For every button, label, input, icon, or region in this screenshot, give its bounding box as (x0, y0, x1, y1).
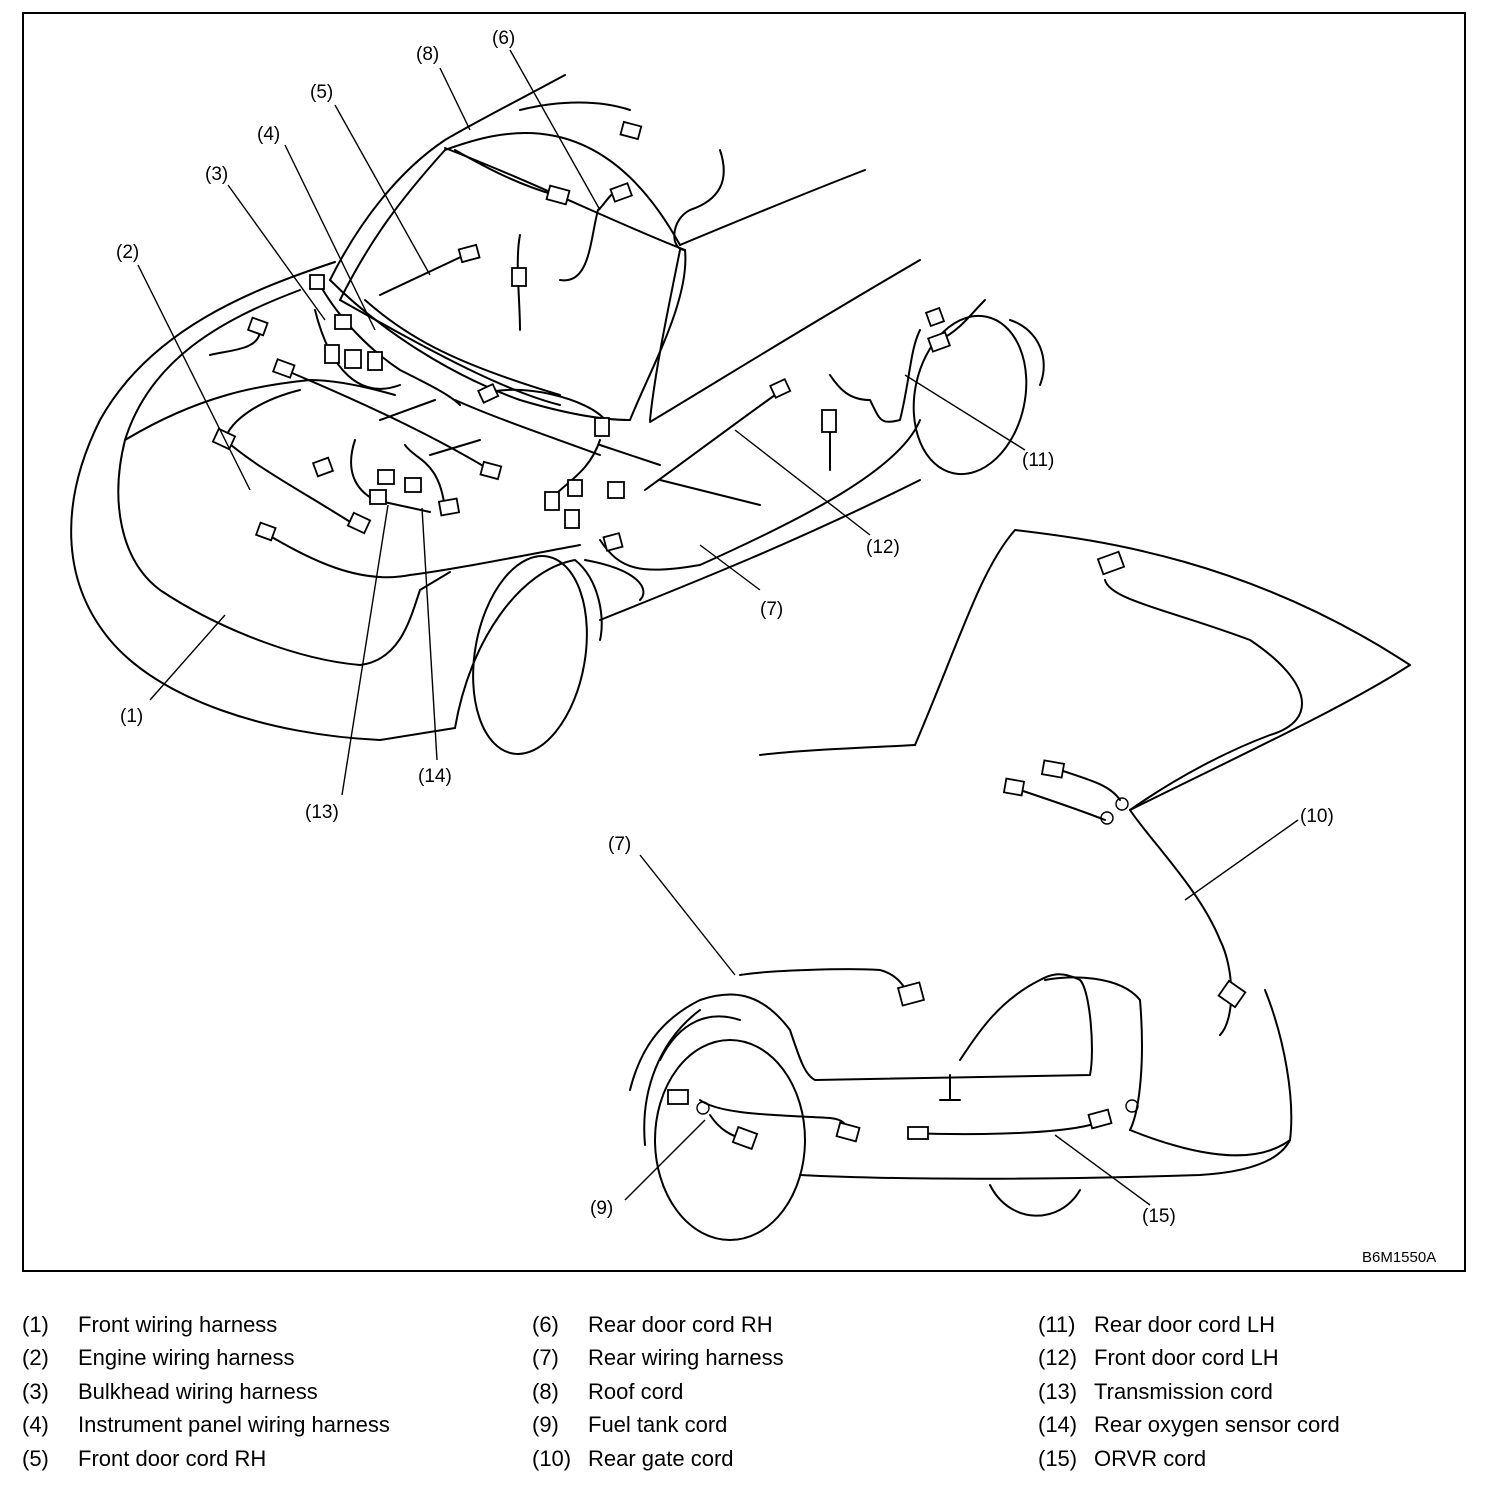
legend-item: (4) Instrument panel wiring harness (22, 1409, 390, 1443)
callout-5: (5) (310, 82, 333, 103)
legend-label: Fuel tank cord (588, 1412, 728, 1438)
legend-label: Rear wiring harness (588, 1345, 784, 1371)
legend-num: (10) (532, 1445, 572, 1471)
callout-7-upper: (7) (760, 599, 783, 620)
legend-num: (13) (1038, 1378, 1078, 1404)
callout-4: (4) (257, 124, 280, 145)
callout-11: (11) (1022, 450, 1054, 471)
legend-num: (15) (1038, 1445, 1078, 1471)
legend-num: (1) (22, 1311, 49, 1337)
legend-item: (3) Bulkhead wiring harness (22, 1375, 390, 1409)
callout-7-lower: (7) (608, 834, 631, 855)
legend-item: (12) Front door cord LH (1038, 1342, 1340, 1376)
legend-num: (8) (532, 1378, 559, 1404)
rear-connectors (667, 550, 1247, 1151)
callout-1: (1) (120, 706, 143, 727)
legend-item: (11) Rear door cord LH (1038, 1308, 1340, 1342)
legend-label: Bulkhead wiring harness (78, 1378, 318, 1404)
legend-label: ORVR cord (1094, 1445, 1207, 1471)
legend-column-1: (1) Front wiring harness (2) Engine wiring… (22, 1308, 390, 1476)
legend-label: Roof cord (588, 1378, 684, 1404)
legend-num: (4) (22, 1412, 49, 1438)
legend-num: (6) (532, 1311, 559, 1337)
legend-item: (1) Front wiring harness (22, 1308, 390, 1342)
legend-label: Front door cord RH (78, 1445, 267, 1471)
legend-item: (10) Rear gate cord (532, 1442, 784, 1476)
callout-15: (15) (1142, 1206, 1176, 1227)
legend-label: Transmission cord (1094, 1378, 1273, 1404)
legend-num: (3) (22, 1378, 49, 1404)
legend-num: (12) (1038, 1345, 1078, 1371)
legend-num: (11) (1038, 1311, 1076, 1337)
legend-item: (7) Rear wiring harness (532, 1342, 784, 1376)
rear-harness-wires (699, 579, 1303, 1141)
legend-item: (2) Engine wiring harness (22, 1342, 390, 1376)
callout-6: (6) (492, 28, 515, 49)
legend-item: (5) Front door cord RH (22, 1442, 390, 1476)
legend-column-2: (6) Rear door cord RH (7) Rear wiring harn… (532, 1308, 784, 1476)
legend-label: Rear door cord LH (1094, 1311, 1275, 1337)
legend-column-3: (11) Rear door cord LH (12) Front door cor… (1038, 1308, 1340, 1476)
leader-lines (137, 49, 1299, 1206)
legend: (1) Front wiring harness (2) Engine wiring… (22, 1308, 1482, 1483)
legend-label: Rear door cord RH (588, 1311, 773, 1337)
front-harness-wires (209, 101, 986, 579)
callout-12: (12) (866, 537, 900, 558)
legend-label: Rear gate cord (588, 1445, 734, 1471)
legend-label: Front door cord LH (1094, 1345, 1279, 1371)
legend-item: (15) ORVR cord (1038, 1442, 1340, 1476)
legend-item: (14) Rear oxygen sensor cord (1038, 1409, 1340, 1443)
legend-item: (9) Fuel tank cord (532, 1409, 784, 1443)
legend-num: (2) (22, 1345, 49, 1371)
legend-num: (5) (22, 1445, 49, 1471)
front-car-body (70, 74, 1045, 755)
callout-2: (2) (116, 242, 139, 263)
wiring-diagram: (1) (2) (3) (4) (5) (6) (7) (7) (8) (9) … (70, 28, 1436, 1266)
legend-item: (13) Transmission cord (1038, 1375, 1340, 1409)
callout-labels: (1) (2) (3) (4) (5) (6) (7) (7) (8) (9) … (116, 28, 1436, 1266)
legend-label: Instrument panel wiring harness (78, 1412, 390, 1438)
callout-3: (3) (205, 164, 228, 185)
rear-car-body (629, 529, 1411, 1241)
front-connectors (211, 120, 952, 552)
legend-item: (6) Rear door cord RH (532, 1308, 784, 1342)
legend-label: Rear oxygen sensor cord (1094, 1412, 1340, 1438)
legend-num: (9) (532, 1412, 559, 1438)
callout-13: (13) (305, 802, 339, 823)
callout-9: (9) (590, 1198, 613, 1219)
callout-8: (8) (416, 44, 439, 65)
legend-item: (8) Roof cord (532, 1375, 784, 1409)
callout-10: (10) (1300, 806, 1334, 827)
legend-num: (7) (532, 1345, 559, 1371)
legend-label: Engine wiring harness (78, 1345, 295, 1371)
diagram-frame (22, 12, 1466, 1272)
legend-label: Front wiring harness (78, 1311, 278, 1337)
diagram-code: B6M1550A (1362, 1249, 1436, 1266)
legend-num: (14) (1038, 1412, 1078, 1438)
callout-14: (14) (418, 766, 452, 787)
